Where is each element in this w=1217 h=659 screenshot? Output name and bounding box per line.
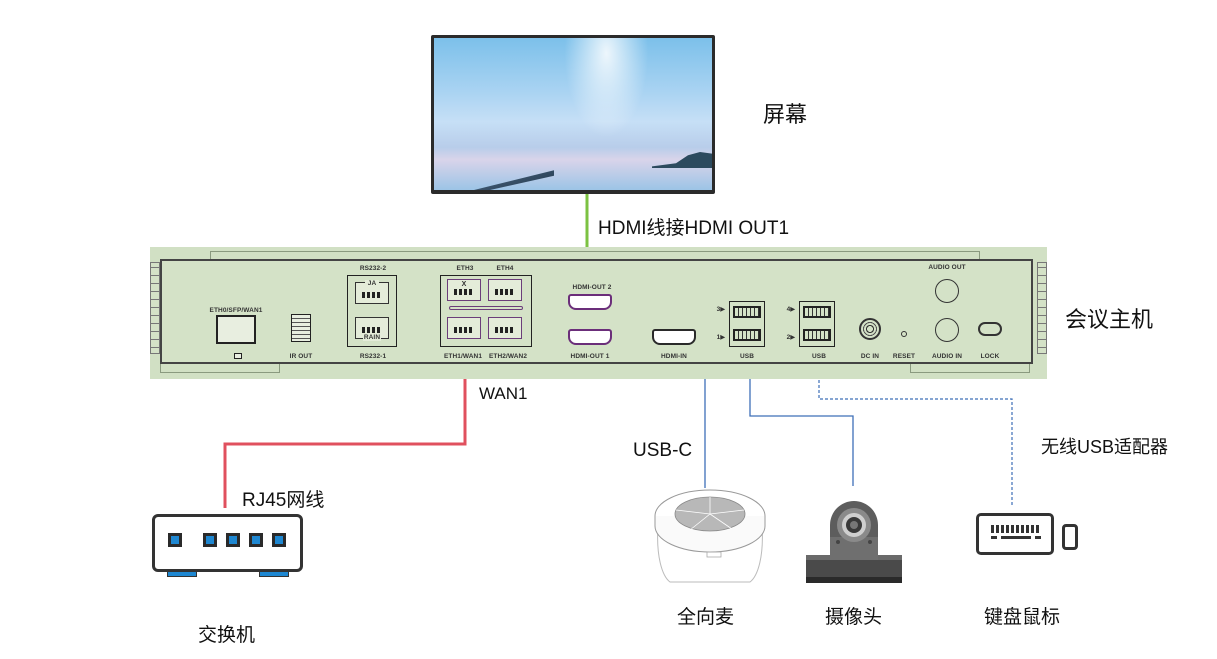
usb-group-b (799, 301, 835, 347)
usb-port-4 (803, 306, 831, 318)
wan1-label: WAN1 (479, 384, 528, 403)
usb-group-a (729, 301, 765, 347)
omni-mic-device (654, 489, 766, 583)
host-bottom-foot-left (160, 364, 280, 373)
rs232-2-plate: JA (365, 280, 379, 287)
network-switch (152, 514, 303, 577)
usb-port-3 (733, 306, 761, 318)
switch-port-uplink (168, 533, 182, 547)
switch-port-1 (203, 533, 217, 547)
audio-out-label: AUDIO OUT (928, 264, 966, 271)
reset-label: RESET (892, 353, 916, 360)
usb-port-1-marker: 1▶ (716, 334, 726, 341)
ir-out-label: IR OUT (289, 353, 313, 360)
usb-port-2-marker: 2▶ (786, 334, 796, 341)
rs232-2-label: RS232-2 (359, 265, 387, 272)
rj45-label: RJ45网线 (242, 490, 325, 511)
eth4-port (488, 279, 522, 301)
host-right-fins (1037, 262, 1047, 354)
host-bottom-foot-right (910, 364, 1030, 373)
rs232-1-plate: RAIN (363, 334, 381, 341)
keyboard-keys-row (991, 525, 1041, 533)
hdmi-out2-port (568, 294, 612, 310)
usb-a-label: USB (739, 353, 755, 360)
eth0-label: ETH0/SFP/WAN1 (209, 307, 263, 314)
eth2-label: ETH2/WAN2 (488, 353, 528, 360)
switch-port-3 (249, 533, 263, 547)
keyboard-icon (976, 513, 1054, 555)
keyboard-mouse-label: 键盘鼠标 (984, 607, 1061, 628)
eth3-label: ETH3 (456, 265, 474, 272)
audio-out-port (935, 279, 959, 303)
host-label: 会议主机 (1065, 307, 1154, 332)
host-top-rail (210, 251, 980, 261)
rs232-1-label: RS232-1 (359, 353, 387, 360)
eth1-port (447, 317, 481, 339)
rj45-cable (223, 350, 467, 508)
audio-in-label: AUDIO IN (931, 353, 963, 360)
eth3-port (447, 279, 481, 301)
hdmi-out2-label: HDMI-OUT 2 (572, 284, 612, 291)
eth4-label: ETH4 (496, 265, 514, 272)
audio-in-port (935, 318, 959, 342)
screen-label: 屏幕 (763, 102, 808, 127)
hdmi-out1-label: HDMI-OUT 1 (570, 353, 610, 360)
usb-b-label: USB (811, 353, 827, 360)
screen-display-image (434, 38, 712, 190)
conference-host: ETH0/SFP/WAN1 IR OUT RS232-2 JA RAIN RS2… (150, 247, 1047, 379)
switch-port-4 (272, 533, 286, 547)
hdmi-out1-port (568, 329, 612, 345)
dc-in-port (859, 318, 881, 340)
switch-foot-left (167, 572, 197, 577)
usb-port-1 (733, 329, 761, 341)
switch-foot-right (259, 572, 289, 577)
hdmi-in-port (652, 329, 696, 345)
dc-in-label: DC IN (860, 353, 880, 360)
usb-port-2 (803, 329, 831, 341)
camera-device (806, 501, 902, 583)
switch-label: 交换机 (198, 625, 256, 646)
keyboard-spacebar (991, 536, 1041, 539)
ir-out-port (291, 314, 311, 342)
mouse-icon (1062, 524, 1078, 550)
usb-port-4-marker: 4▶ (786, 306, 796, 313)
host-left-fins (150, 262, 160, 354)
reset-button (901, 331, 907, 337)
sfp-led (234, 353, 242, 359)
sfp-port (216, 315, 256, 344)
mic-label: 全向麦 (677, 607, 735, 628)
camera-label: 摄像头 (825, 607, 883, 628)
usb-port-3-marker: 3▶ (716, 306, 726, 313)
hdmi-connection-label: HDMI线接HDMI OUT1 (598, 218, 790, 239)
switch-port-2 (226, 533, 240, 547)
eth-led-bar (449, 306, 523, 310)
eth3-mark: X (461, 281, 467, 288)
host-panel (160, 259, 1033, 364)
lock-label: LOCK (980, 353, 1000, 360)
eth1-label: ETH1/WAN1 (443, 353, 483, 360)
wireless-usb-label: 无线USB适配器 (1041, 437, 1169, 457)
usbc-label: USB-C (633, 440, 693, 461)
screen-device (431, 35, 715, 194)
hdmi-in-label: HDMI-IN (661, 353, 687, 360)
eth2-port (488, 317, 522, 339)
lock-slot (978, 322, 1002, 336)
